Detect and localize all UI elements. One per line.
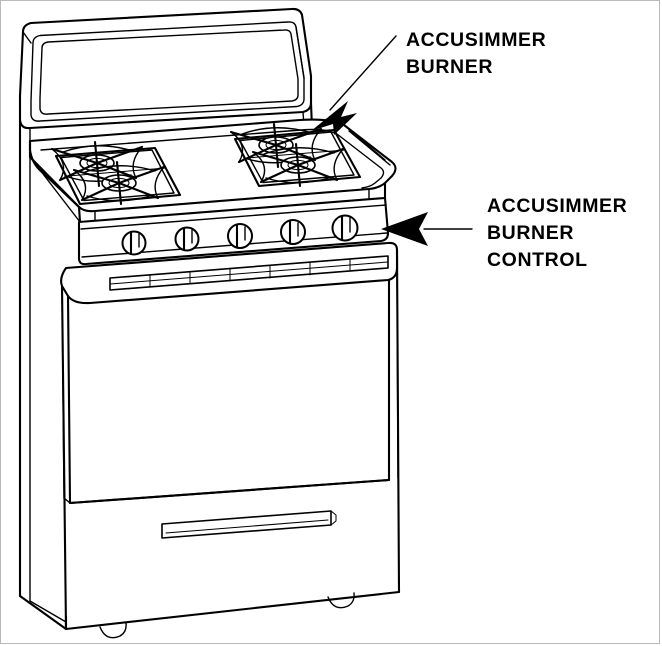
control-knob-group[interactable] [121,214,359,256]
control-knob-1[interactable] [121,230,147,256]
control-knob-4[interactable] [280,219,306,245]
callout1-line2: BURNER [406,56,493,78]
callout1-line1: ACCUSIMMER [406,29,546,51]
callout-arrow-accusimmer-burner-control [381,212,473,246]
control-knob-3[interactable] [227,223,253,249]
callout-label-accusimmer-burner-control: ACCUSIMMER BURNER CONTROL [487,195,627,271]
control-knob-5[interactable] [331,214,359,242]
backsplash-panel [18,7,313,130]
callout2-line2: BURNER [487,222,574,244]
control-knob-2[interactable] [174,226,200,252]
callout2-line1: ACCUSIMMER [487,195,627,217]
cabinet-body [18,135,401,631]
leveling-leg-left [99,622,127,639]
burner-grate-right-front [251,142,345,188]
callout-label-accusimmer-burner: ACCUSIMMER BURNER [406,29,546,78]
callout2-line3: CONTROL [487,249,588,271]
callout-arrow-accusimmer-burner [311,35,397,135]
leveling-leg-right [327,592,355,609]
storage-drawer[interactable] [63,478,391,539]
cabinet-base [64,577,401,631]
oven-door[interactable] [60,241,399,505]
burner-grate-left-front [72,160,166,206]
